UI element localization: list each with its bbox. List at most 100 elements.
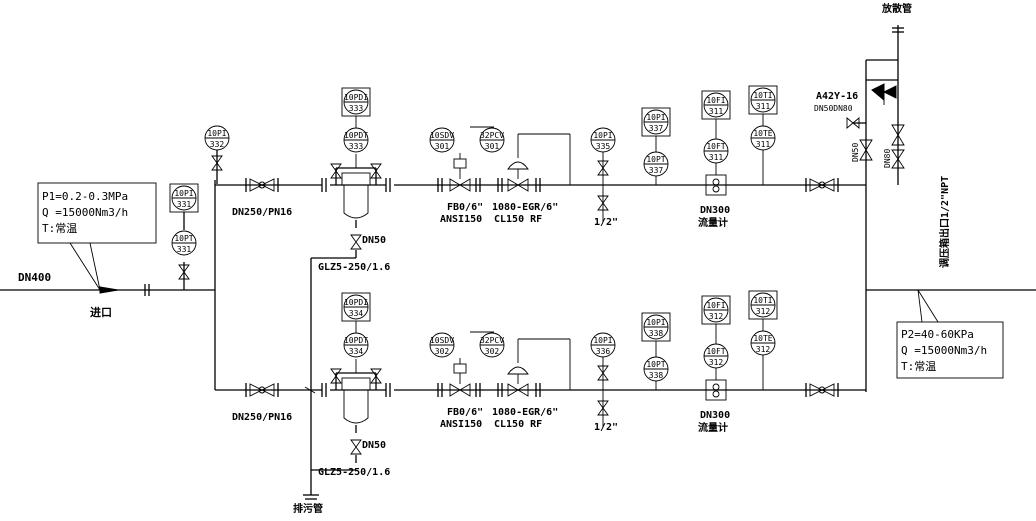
pi-331-indicator-number: 331 bbox=[177, 200, 192, 209]
regulator-line-2-pcv-spec: 1080-EGR/6" bbox=[492, 407, 558, 418]
regulator-line-1-pi-indicator-tag: 10PI bbox=[646, 113, 665, 122]
regulator-line-2-vent-size: 1/2" bbox=[594, 422, 618, 433]
inlet-temp: T:常温 bbox=[42, 222, 77, 235]
outlet-temp: T:常温 bbox=[901, 360, 936, 373]
regulator-line-1-pi-local-tag: 10PI bbox=[593, 131, 612, 140]
regulator-line-1-pi-local[interactable]: 10PI 335 bbox=[590, 127, 616, 153]
regulator-line-2-ti-indicator-number: 312 bbox=[756, 307, 771, 316]
regulator-line-1-ti-indicator-tag: 10TI bbox=[753, 91, 772, 100]
regulator-line-2-filter[interactable] bbox=[341, 377, 371, 424]
outlet-vertical-label: 调压箱出口1/2"NPT bbox=[938, 176, 951, 268]
inlet-name: 进口 bbox=[90, 305, 112, 319]
regulator-line-2-vent-valve[interactable] bbox=[597, 400, 609, 416]
relief-pipe-dn50: DN50 bbox=[851, 143, 860, 162]
regulator-line-2-ti-indicator[interactable]: 10TI 312 bbox=[748, 290, 778, 320]
regulator-line-2-sdv-valve[interactable] bbox=[449, 383, 471, 397]
regulator-line-1-pt-number: 337 bbox=[649, 166, 664, 175]
regulator-line-1-vent-valve[interactable] bbox=[597, 195, 609, 211]
pi-332-root-valve[interactable] bbox=[211, 155, 223, 171]
regulator-line-2-pt-number: 338 bbox=[649, 371, 664, 380]
regulator-line-2-outlet-valve[interactable] bbox=[805, 383, 839, 397]
regulator-line-1-flow-meter[interactable] bbox=[705, 174, 727, 196]
regulator-line-2-pi-local-tag: 10PI bbox=[593, 336, 612, 345]
inlet-flow: Q =15000Nm3/h bbox=[42, 206, 128, 219]
regulator-line-2-ti-indicator-tag: 10TI bbox=[753, 296, 772, 305]
regulator-line-1-pcv-class: CL150 RF bbox=[494, 214, 542, 225]
pt-331-number: 331 bbox=[177, 245, 192, 254]
pi-331-indicator[interactable]: 10PI 331 bbox=[169, 183, 199, 213]
pi-332-tag: 10PI bbox=[207, 129, 226, 138]
regulator-line-1-fi-indicator-tag: 10FI bbox=[706, 96, 725, 105]
regulator-line-1-pdt-valve-a[interactable] bbox=[330, 163, 342, 179]
regulator-line-2-pdt-tag: 10PDT bbox=[344, 336, 368, 345]
regulator-line-1-pi-root-valve[interactable] bbox=[597, 160, 609, 176]
regulator-line-1-fi-indicator-number: 311 bbox=[709, 107, 724, 116]
pt-331-root-valve[interactable] bbox=[178, 264, 190, 280]
pt-331[interactable]: 10PT 331 bbox=[171, 230, 197, 256]
regulator-line-2-pcv-tag: 32PCV bbox=[480, 336, 504, 345]
regulator-line-2-branch-pipe: DN250/PN16 bbox=[232, 412, 292, 423]
regulator-line-1-pdt-valve-b[interactable] bbox=[370, 163, 382, 179]
regulator-line-2-pcv-valve[interactable] bbox=[507, 383, 529, 397]
regulator-line-1-pcv-spec: 1080-EGR/6" bbox=[492, 202, 558, 213]
regulator-line-1-inlet-valve[interactable] bbox=[245, 178, 279, 192]
regulator-line-2-meter-size: DN300 bbox=[700, 410, 730, 421]
relief-valve-a42y[interactable] bbox=[871, 83, 897, 105]
regulator-line-1-ft[interactable]: 10FT 311 bbox=[703, 138, 729, 164]
relief-valve-sub: DN50DN80 bbox=[814, 104, 853, 113]
regulator-line-1-sdv-valve[interactable] bbox=[449, 178, 471, 192]
relief-small-valve[interactable] bbox=[846, 117, 860, 129]
regulator-line-1-pcv-valve[interactable] bbox=[507, 178, 529, 192]
regulator-line-2-pdt-valve-b[interactable] bbox=[370, 368, 382, 384]
pi-331-indicator-tag: 10PI bbox=[174, 189, 193, 198]
regulator-line-1-outlet-valve[interactable] bbox=[805, 178, 839, 192]
regulator-line-2-flow-meter[interactable] bbox=[705, 379, 727, 401]
regulator-line-1-filter-drain-valve[interactable] bbox=[350, 234, 362, 250]
regulator-line-2-filter-drain-valve[interactable] bbox=[350, 439, 362, 455]
regulator-line-2-pdi-indicator-tag: 10PDI bbox=[344, 298, 368, 307]
block-valve-dn50[interactable] bbox=[859, 139, 873, 161]
regulator-line-2-pi-local-number: 336 bbox=[596, 347, 611, 356]
regulator-line-2-pi-indicator-tag: 10PI bbox=[646, 318, 665, 327]
regulator-line-2-filter-drain: DN50 bbox=[362, 440, 386, 451]
regulator-line-1-ft-number: 311 bbox=[709, 153, 724, 162]
regulator-line-2-pdt-valve-a[interactable] bbox=[330, 368, 342, 384]
inlet-pressure: P1=0.2-0.3MPa bbox=[42, 190, 128, 203]
regulator-line-1-ft-tag: 10FT bbox=[706, 142, 725, 151]
regulator-line-2-pi-root-valve[interactable] bbox=[597, 365, 609, 381]
regulator-line-2-pi-local[interactable]: 10PI 336 bbox=[590, 332, 616, 358]
block-valve-dn80[interactable] bbox=[891, 124, 905, 169]
regulator-line-1-pdt-number: 333 bbox=[349, 142, 364, 151]
regulator-line-1-pi-local-number: 335 bbox=[596, 142, 611, 151]
pt-331-tag: 10PT bbox=[174, 234, 193, 243]
regulator-line-1-te-tag: 10TE bbox=[753, 129, 772, 138]
regulator-line-2-pdi-indicator-number: 334 bbox=[349, 309, 364, 318]
regulator-line-1-pdi-indicator-number: 333 bbox=[349, 104, 364, 113]
regulator-line-1-pt-tag: 10PT bbox=[646, 155, 665, 164]
regulator-line-2-pdt-number: 334 bbox=[349, 347, 364, 356]
regulator-line-2-pdt[interactable]: 10PDT 334 bbox=[343, 332, 369, 358]
regulator-line-1-sdv-tag: 10SDV bbox=[430, 131, 454, 140]
regulator-line-2-sdv-class: ANSI150 bbox=[440, 419, 482, 430]
regulator-line-1-pt[interactable]: 10PT 337 bbox=[643, 151, 669, 177]
regulator-line-2-inlet-valve[interactable] bbox=[245, 383, 279, 397]
regulator-line-1-filter[interactable] bbox=[341, 172, 371, 219]
regulator-line-2-pdi-indicator[interactable]: 10PDI 334 bbox=[341, 292, 371, 322]
regulator-line-1-fi-indicator[interactable]: 10FI 311 bbox=[701, 90, 731, 120]
